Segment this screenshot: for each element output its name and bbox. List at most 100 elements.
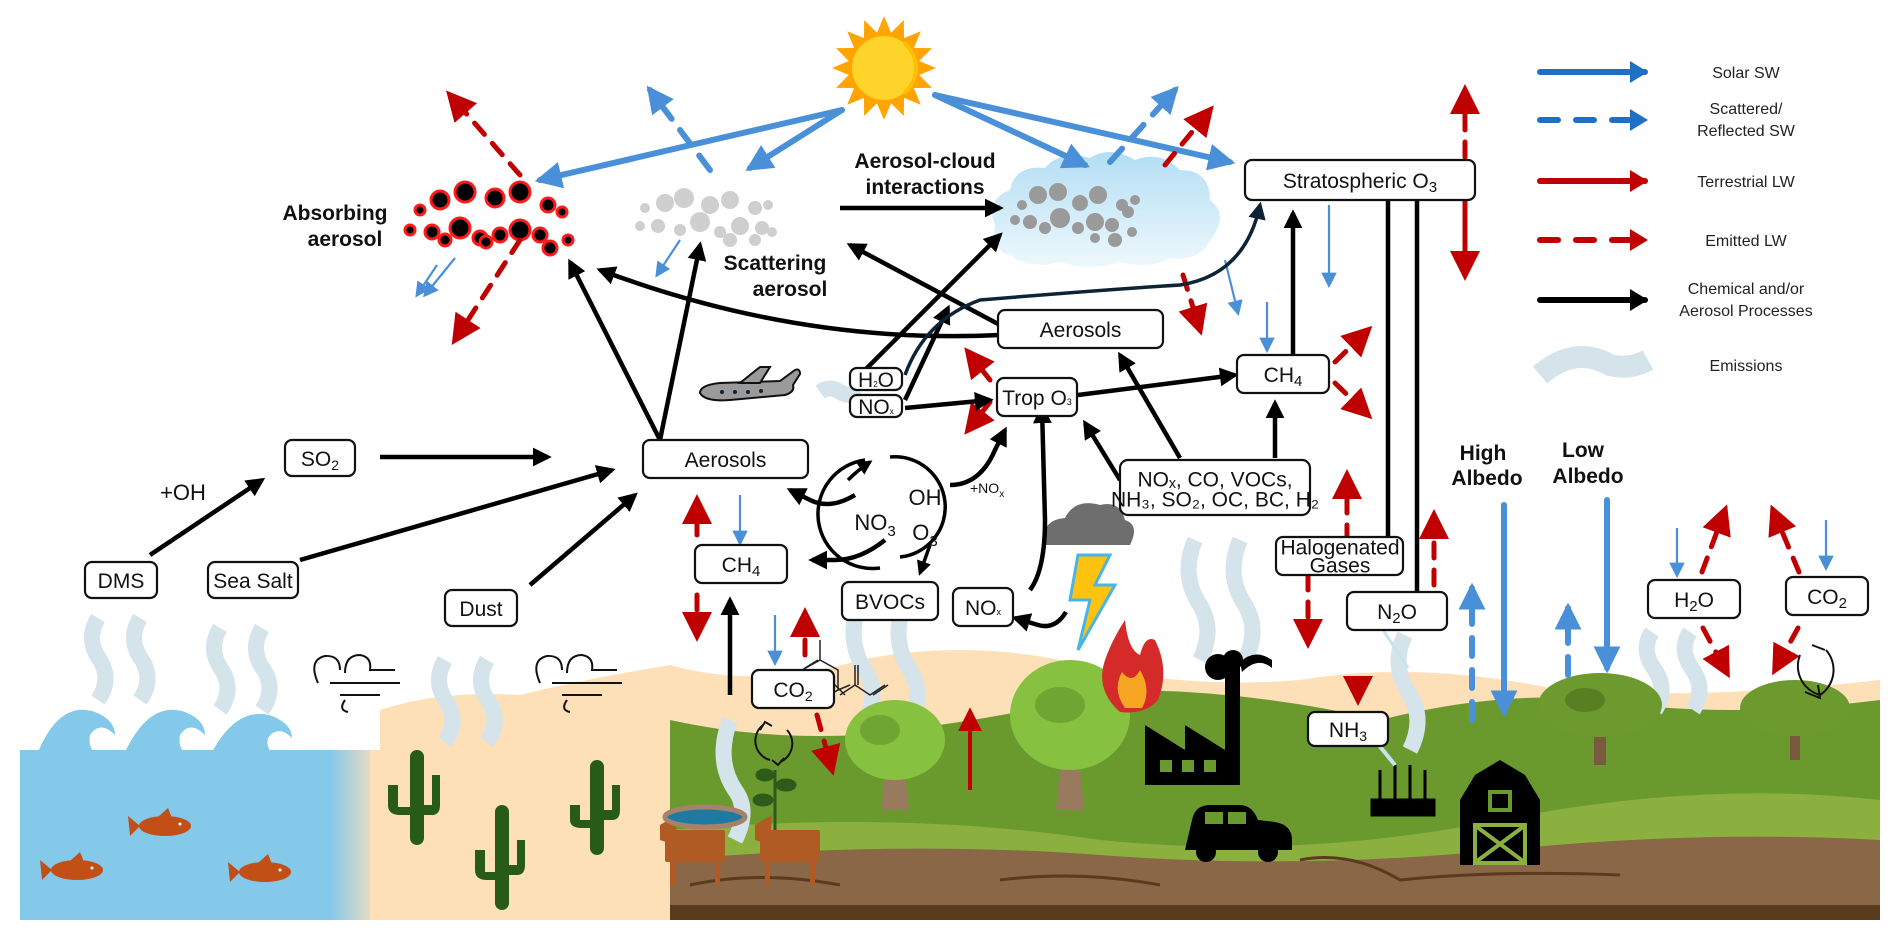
legend-label: Reflected SW	[1697, 123, 1796, 140]
legend-label: Chemical and/or	[1688, 281, 1805, 298]
absorbing-particle	[423, 223, 441, 241]
box-label: H2O	[858, 369, 894, 392]
box-label: NOx	[965, 597, 1002, 620]
barn-icon	[1460, 760, 1540, 865]
scattering-particle	[714, 226, 726, 238]
absorbing-aerosol-label-2: aerosol	[308, 228, 383, 251]
legend-label: Scattered/	[1710, 101, 1783, 118]
legend-item-0: Solar SW	[1537, 61, 1781, 83]
legend-arrowhead	[1630, 61, 1648, 83]
legend-label: Aerosol Processes	[1679, 303, 1812, 320]
scattering-particle	[674, 224, 686, 236]
box-nh3: NH3	[1306, 710, 1390, 748]
cloud-droplet	[1049, 183, 1067, 201]
wind-icon	[535, 653, 622, 713]
box-label: CH4	[722, 554, 761, 580]
legend-item-5: Emissions	[1532, 346, 1782, 384]
high-albedo-label-2: Albedo	[1451, 467, 1522, 490]
box-nox-lightning: NOx	[951, 586, 1015, 628]
plant-icon	[752, 768, 797, 830]
legend-emission-swatch	[1532, 346, 1654, 384]
fire-icon	[1102, 620, 1164, 713]
wheat-icon	[1370, 765, 1436, 817]
box-dust: Dust	[443, 588, 519, 628]
cloud-droplet	[1039, 222, 1051, 234]
bvoc-molecule-icon	[801, 640, 889, 701]
box-label: CO2	[1807, 586, 1847, 612]
svg-text:NH₃, SO₂, OC, BC, H₂: NH₃, SO₂, OC, BC, H₂	[1111, 489, 1319, 512]
scattering-particle	[767, 227, 777, 237]
box-label: NH3	[1329, 719, 1367, 745]
box-co2-left: CO2	[750, 668, 836, 710]
chemical-arrows	[148, 179, 1427, 695]
cloud-droplet	[1127, 227, 1137, 237]
svg-text:NOₓ, CO, VOCs,: NOₓ, CO, VOCs,	[1137, 469, 1292, 492]
box-label: NOx	[858, 396, 894, 419]
cloud-droplet	[1086, 213, 1104, 231]
factory-icon	[1145, 650, 1272, 785]
legend-arrowhead	[1630, 289, 1648, 311]
box-label: Dust	[459, 598, 502, 621]
soil	[670, 836, 1880, 920]
scattering-particle	[701, 196, 719, 214]
scattering-particle	[755, 221, 769, 235]
wind-icon	[313, 653, 400, 713]
oh-label: OH	[909, 485, 942, 510]
pond-icon	[662, 804, 748, 830]
box-ch4-lower: CH4	[693, 543, 789, 585]
cloud-droplet	[1010, 215, 1020, 225]
absorbing-aerosol-label-1: Absorbing	[283, 202, 388, 225]
high-albedo-label-1: High	[1460, 442, 1507, 465]
legend: Solar SW Scattered/Reflected SW Terrestria…	[1532, 61, 1813, 384]
box-n2o: N2O	[1345, 590, 1449, 632]
legend-item-2: Terrestrial LW	[1537, 170, 1796, 192]
absorbing-particle	[413, 203, 427, 217]
legend-label: Solar SW	[1712, 65, 1780, 82]
airplane-icon	[698, 366, 802, 402]
absorbing-particle	[508, 218, 532, 242]
car-icon	[1185, 805, 1292, 862]
cloud-droplet	[1105, 218, 1119, 232]
scattering-particle	[651, 219, 665, 233]
box-co2-right: CO2	[1784, 575, 1870, 617]
cow-icon	[660, 815, 820, 885]
legend-label: Emitted LW	[1705, 233, 1787, 250]
box-ch4-upper: CH4	[1235, 353, 1331, 395]
legend-arrowhead	[1630, 109, 1648, 131]
absorbing-particle	[478, 234, 494, 250]
plus-oh-label: +OH	[160, 480, 206, 505]
box-label: CH4	[1264, 364, 1303, 390]
absorbing-particle	[541, 239, 559, 257]
box-label: H2O	[1674, 589, 1714, 615]
low-albedo-label-1: Low	[1562, 439, 1605, 462]
scattering-particle	[748, 201, 762, 215]
legend-arrowhead	[1630, 170, 1648, 192]
fish-icon	[40, 808, 291, 882]
box-label: Aerosols	[685, 449, 767, 472]
tree-icon	[845, 660, 1850, 810]
cloud-droplet	[1050, 208, 1070, 228]
legend-label: Terrestrial LW	[1697, 174, 1795, 191]
scattering-particle	[674, 188, 694, 208]
box-label: N2O	[1377, 601, 1417, 627]
plus-nox-label: +NOx	[970, 480, 1004, 500]
cloud-droplet	[1108, 233, 1122, 247]
box-label: DMS	[98, 570, 145, 593]
box-trop-o3: Trop O3	[995, 376, 1079, 418]
scattering-particle	[731, 217, 749, 235]
scattering-particle	[749, 234, 761, 246]
absorbing-particle	[437, 232, 453, 248]
cloud-droplet	[1089, 186, 1107, 204]
box-label: SO2	[301, 448, 339, 474]
legend-item-1: Scattered/Reflected SW	[1537, 101, 1796, 140]
scattering-particle	[723, 233, 737, 247]
box-label: Stratospheric O3	[1283, 170, 1437, 196]
aerosol-cloud-label-2: interactions	[865, 176, 984, 199]
box-label: Sea Salt	[213, 570, 293, 593]
svg-text:Halogenated: Halogenated	[1280, 537, 1399, 560]
scattering-particle	[690, 212, 710, 232]
absorbing-particle	[531, 226, 549, 244]
lightning-icon	[1068, 553, 1118, 651]
scattering-particle	[763, 200, 773, 210]
